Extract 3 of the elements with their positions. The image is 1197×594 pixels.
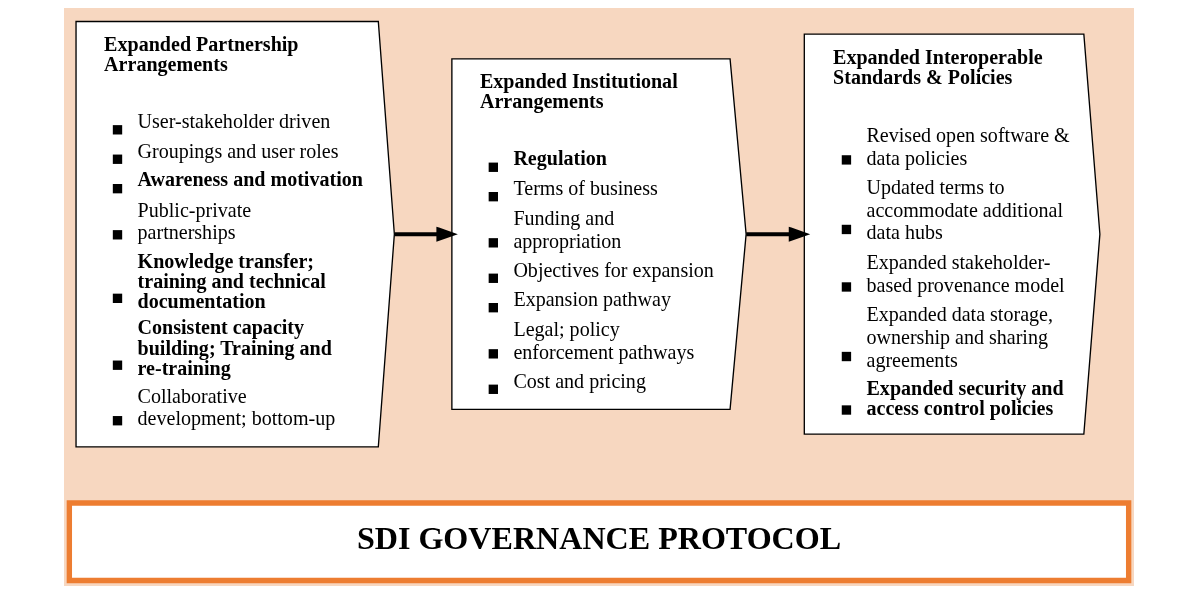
arrow [745,226,810,242]
arrow [394,226,458,242]
node-box: SDI GOVERNANCE PROTOCOL [66,500,1131,584]
